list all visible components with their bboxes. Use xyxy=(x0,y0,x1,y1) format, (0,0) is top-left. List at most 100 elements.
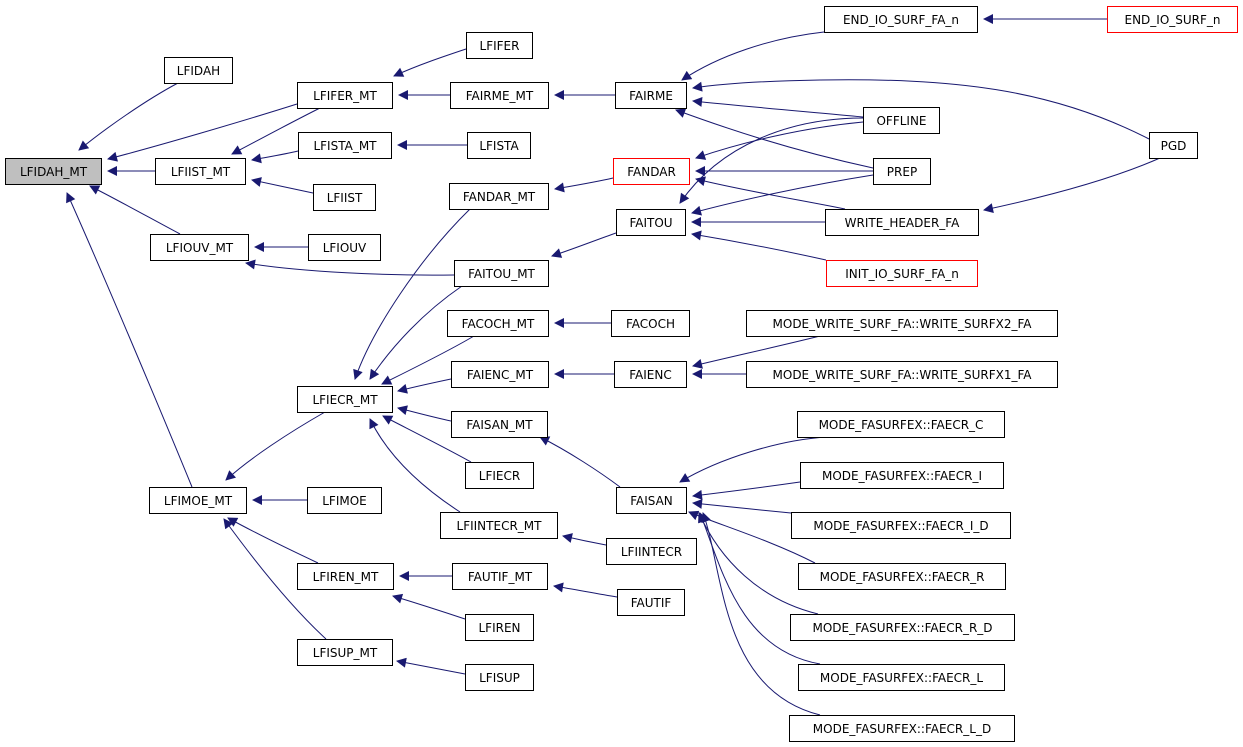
edge-faitou-mt-to-lfiouv-mt xyxy=(245,259,455,276)
edge-lfifer-mt-to-lfiist-mt xyxy=(231,107,321,155)
node-label: MODE_FASURFEX::FAECR_I_D xyxy=(813,519,988,533)
node-fairme-mt[interactable]: FAIRME_MT xyxy=(450,82,549,109)
node-fandar[interactable]: FANDAR xyxy=(613,158,690,185)
node-label: FAISAN xyxy=(630,494,673,508)
node-box xyxy=(798,563,1006,590)
node-box xyxy=(825,209,979,236)
node-init-io-surf-fa-n[interactable]: INIT_IO_SURF_FA_n xyxy=(826,260,978,287)
edge-lfista-mt-to-lfiist-mt xyxy=(251,150,299,164)
node-end-io-surf-fa-n[interactable]: END_IO_SURF_FA_n xyxy=(824,6,978,33)
node-lfista[interactable]: LFISTA xyxy=(467,132,531,159)
node-box xyxy=(150,234,249,261)
node-label: LFIINTECR_MT xyxy=(457,519,543,533)
node-faecr-r-d[interactable]: MODE_FASURFEX::FAECR_R_D xyxy=(790,614,1015,641)
edge-lfidah-to-lfidah-mt xyxy=(78,82,179,151)
node-label: FAITOU_MT xyxy=(468,267,535,281)
node-prep[interactable]: PREP xyxy=(873,158,931,185)
node-faecr-l[interactable]: MODE_FASURFEX::FAECR_L xyxy=(798,664,1005,691)
node-fairme[interactable]: FAIRME xyxy=(615,82,687,109)
node-fautif[interactable]: FAUTIF xyxy=(617,589,685,616)
node-faecr-i[interactable]: MODE_FASURFEX::FAECR_I xyxy=(800,462,1004,489)
node-box xyxy=(451,361,549,388)
node-faienc-mt[interactable]: FAIENC_MT xyxy=(451,361,549,388)
node-lfiecr-mt[interactable]: LFIECR_MT xyxy=(297,386,393,413)
node-lfiren-mt[interactable]: LFIREN_MT xyxy=(297,563,394,590)
node-box xyxy=(1107,6,1238,33)
edge-lfimoe-mt-to-lfidah-mt xyxy=(66,192,193,488)
node-lfimoe-mt[interactable]: LFIMOE_MT xyxy=(149,487,247,514)
node-faisan[interactable]: FAISAN xyxy=(616,487,687,514)
node-faitou-mt[interactable]: FAITOU_MT xyxy=(454,260,549,287)
node-offline[interactable]: OFFLINE xyxy=(863,107,940,134)
node-label: LFIREN xyxy=(478,621,520,635)
edge-faitou-mt-to-lfiecr-mt xyxy=(369,285,463,380)
edge-faecr-r-d-to-faisan xyxy=(698,512,819,615)
node-faitou[interactable]: FAITOU xyxy=(616,209,686,236)
node-box xyxy=(465,614,534,641)
node-box xyxy=(467,132,531,159)
node-facoch[interactable]: FACOCH xyxy=(611,310,690,337)
edge-offline-to-fandar xyxy=(695,121,864,160)
node-box xyxy=(1149,132,1198,159)
node-box xyxy=(449,183,549,210)
node-faecr-r[interactable]: MODE_FASURFEX::FAECR_R xyxy=(798,563,1006,590)
node-lfidah-mt[interactable]: LFIDAH_MT xyxy=(5,158,102,185)
node-write-surfx1-fa[interactable]: MODE_WRITE_SURF_FA::WRITE_SURFX1_FA xyxy=(746,361,1058,388)
node-lfisup-mt[interactable]: LFISUP_MT xyxy=(297,639,393,666)
node-lfiecr[interactable]: LFIECR xyxy=(465,462,534,489)
node-end-io-surf-n[interactable]: END_IO_SURF_n xyxy=(1107,6,1238,33)
node-box xyxy=(164,57,233,84)
node-lfiouv[interactable]: LFIOUV xyxy=(308,234,381,261)
node-label: LFIECR_MT xyxy=(312,393,378,407)
node-label: LFISUP xyxy=(479,671,520,685)
node-lfiintecr-mt[interactable]: LFIINTECR_MT xyxy=(440,512,558,539)
node-fandar-mt[interactable]: FANDAR_MT xyxy=(449,183,549,210)
node-lfiren[interactable]: LFIREN xyxy=(465,614,534,641)
node-lfifer[interactable]: LFIFER xyxy=(466,32,533,59)
node-faecr-c[interactable]: MODE_FASURFEX::FAECR_C xyxy=(797,411,1005,438)
node-label: FAIRME xyxy=(629,89,673,103)
node-label: FAITOU xyxy=(629,216,672,230)
node-lfifer-mt[interactable]: LFIFER_MT xyxy=(297,82,393,109)
node-label: PGD xyxy=(1161,139,1187,153)
node-box xyxy=(297,563,394,590)
node-label: MODE_WRITE_SURF_FA::WRITE_SURFX1_FA xyxy=(773,368,1033,382)
node-label: FANDAR xyxy=(627,165,676,179)
node-label: FAUTIF xyxy=(631,596,672,610)
node-fautif-mt[interactable]: FAUTIF_MT xyxy=(452,563,548,590)
node-box xyxy=(447,310,549,337)
node-lfisup[interactable]: LFISUP xyxy=(465,664,534,691)
node-label: FANDAR_MT xyxy=(463,190,536,204)
node-write-header-fa[interactable]: WRITE_HEADER_FA xyxy=(825,209,979,236)
node-write-surfx2-fa[interactable]: MODE_WRITE_SURF_FA::WRITE_SURFX2_FA xyxy=(746,310,1058,337)
node-lfimoe[interactable]: LFIMOE xyxy=(307,487,382,514)
node-box xyxy=(790,614,1015,641)
node-lfidah[interactable]: LFIDAH xyxy=(164,57,233,84)
node-lfiouv-mt[interactable]: LFIOUV_MT xyxy=(150,234,249,261)
node-pgd[interactable]: PGD xyxy=(1149,132,1198,159)
edge-lfifer-mt-to-lfidah-mt xyxy=(107,103,298,162)
node-label: LFIIST_MT xyxy=(171,165,231,179)
node-lfiist[interactable]: LFIIST xyxy=(313,184,376,211)
node-box xyxy=(797,411,1005,438)
node-box xyxy=(465,462,534,489)
node-lfiintecr[interactable]: LFIINTECR xyxy=(606,538,697,565)
node-lfiist-mt[interactable]: LFIIST_MT xyxy=(155,158,246,185)
node-label: FAIENC xyxy=(629,368,672,382)
edge-fandar-to-fandar-mt xyxy=(554,177,614,193)
node-facoch-mt[interactable]: FACOCH_MT xyxy=(447,310,549,337)
node-faecr-l-d[interactable]: MODE_FASURFEX::FAECR_L_D xyxy=(789,715,1015,742)
node-faienc[interactable]: FAIENC xyxy=(614,361,687,388)
node-box xyxy=(440,512,558,539)
node-box xyxy=(798,664,1005,691)
node-box xyxy=(606,538,697,565)
node-faecr-i-d[interactable]: MODE_FASURFEX::FAECR_I_D xyxy=(791,512,1011,539)
node-faisan-mt[interactable]: FAISAN_MT xyxy=(451,411,548,438)
node-label: FAUTIF_MT xyxy=(468,570,533,584)
node-lfista-mt[interactable]: LFISTA_MT xyxy=(298,132,392,159)
edges-layer xyxy=(66,14,1161,716)
edge-faecr-i-to-faisan xyxy=(692,481,801,500)
edge-faienc-mt-to-lfiecr-mt xyxy=(397,378,452,394)
edge-fautif-to-fautif-mt xyxy=(553,582,618,598)
node-label: LFIOUV xyxy=(323,241,367,255)
